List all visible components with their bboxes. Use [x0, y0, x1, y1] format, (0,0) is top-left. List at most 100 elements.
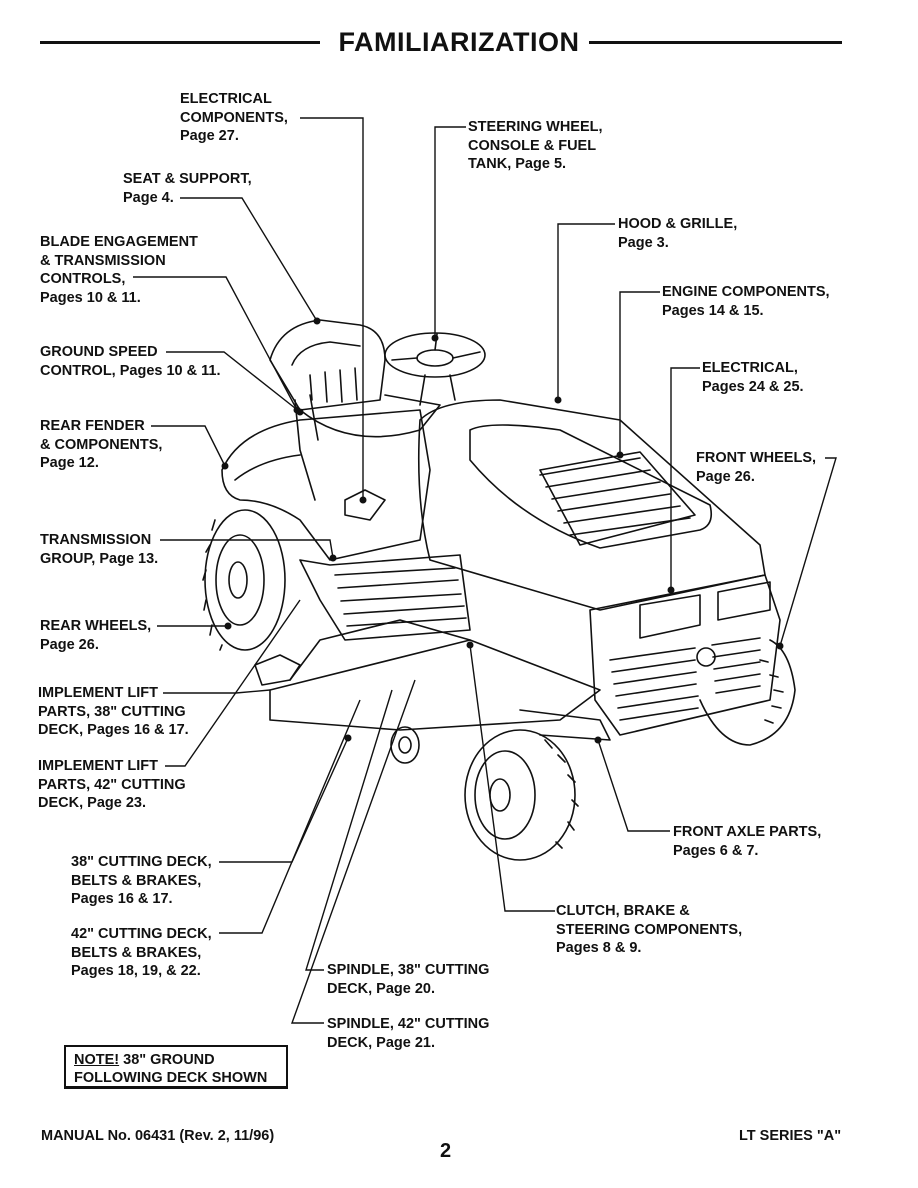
leader-spindle-38 [305, 689, 393, 971]
callout-transmission-group: TRANSMISSION GROUP, Page 13. [40, 531, 158, 568]
callout-line: COMPONENTS, [180, 109, 288, 126]
leader-electrical [670, 367, 700, 590]
callout-line: CONTROL, Pages 10 & 11. [40, 362, 221, 379]
note-line-1-text: 38" GROUND [119, 1052, 215, 1068]
leader-ground-speed [166, 351, 301, 413]
callout-line: REAR FENDER [40, 418, 145, 434]
callout-steering-wheel: STEERING WHEEL, CONSOLE & FUEL TANK, Pag… [468, 118, 603, 174]
footer-series: LT SERIES "A" [739, 1128, 842, 1144]
callout-line: GROUP, Page 13. [40, 550, 159, 567]
leader-cutting-deck-42 [219, 699, 361, 934]
leader-cutting-deck-38 [219, 737, 349, 863]
callout-line: & COMPONENTS, [40, 436, 163, 453]
callout-line: IMPLEMENT LIFT [38, 685, 159, 701]
leader-clutch-brake [469, 644, 555, 912]
callout-line: BELTS & BRAKES, [71, 872, 202, 889]
callout-line: PARTS, 38" CUTTING [38, 703, 186, 720]
leader-blade-engagement [133, 276, 298, 411]
callout-line: SPINDLE, 38" CUTTING [327, 962, 490, 978]
callout-line: Pages 16 & 17. [71, 891, 173, 907]
callout-line: Page 4. [123, 189, 174, 206]
callout-line: FRONT WHEELS, [696, 450, 817, 466]
callout-ground-speed: GROUND SPEED CONTROL, Pages 10 & 11. [40, 343, 221, 380]
callout-cutting-deck-42: 42" CUTTING DECK, BELTS & BRAKES, Pages … [71, 925, 212, 981]
leader-hood-grille [557, 223, 615, 400]
title-rule-left [40, 41, 320, 44]
leader-rear-fender [151, 425, 226, 467]
callout-line: 42" CUTTING DECK, [71, 926, 212, 942]
note-box: NOTE! 38" GROUND FOLLOWING DECK SHOWN [64, 1045, 288, 1089]
note-prefix: NOTE! [74, 1052, 120, 1068]
page-title: FAMILIARIZATION [0, 24, 918, 60]
callout-line: DECK, Page 21. [327, 1034, 435, 1051]
callout-implement-lift-38: IMPLEMENT LIFT PARTS, 38" CUTTING DECK, … [38, 684, 189, 740]
callout-line: GROUND SPEED [40, 344, 158, 360]
callout-electrical-components: ELECTRICAL COMPONENTS, Page 27. [180, 90, 288, 146]
page-number: 2 [440, 1140, 452, 1162]
leader-implement-lift-42 [165, 599, 301, 767]
title-rule-right [566, 41, 842, 44]
leader-electrical-components [300, 117, 364, 500]
callout-line: REAR WHEELS, [40, 618, 152, 634]
page-title-text: FAMILIARIZATION [328, 27, 590, 57]
callout-line: FRONT AXLE PARTS, [673, 824, 822, 840]
callout-line: BELTS & BRAKES, [71, 944, 202, 961]
leader-steering-wheel [434, 126, 466, 338]
callout-seat-support: SEAT & SUPPORT, Page 4. [123, 170, 252, 207]
callout-line: SEAT & SUPPORT, [123, 171, 252, 187]
callout-line: DECK, Pages 16 & 17. [38, 722, 189, 738]
callout-line: 38" CUTTING DECK, [71, 854, 212, 870]
callout-line: ENGINE COMPONENTS, [662, 284, 830, 300]
leader-lines [133, 117, 837, 1024]
callout-line: Page 27. [180, 128, 239, 144]
footer-manual-number: MANUAL No. 06431 (Rev. 2, 11/96) [41, 1128, 275, 1144]
callout-line: ELECTRICAL [180, 91, 272, 107]
callout-engine-components: ENGINE COMPONENTS, Pages 14 & 15. [662, 283, 830, 320]
callout-line: Pages 6 & 7. [673, 842, 759, 859]
callout-line: Page 26. [40, 636, 99, 653]
callout-rear-wheels: REAR WHEELS, Page 26. [40, 617, 151, 654]
callout-line: CONTROLS, [40, 271, 126, 287]
callout-front-axle: FRONT AXLE PARTS, Pages 6 & 7. [673, 823, 821, 860]
note-line-1: NOTE! 38" GROUND [74, 1051, 278, 1069]
callout-line: HOOD & GRILLE, [618, 216, 738, 232]
callout-line: Pages 8 & 9. [556, 940, 642, 956]
callout-hood-grille: HOOD & GRILLE, Page 3. [618, 215, 737, 252]
callout-line: Page 3. [618, 234, 669, 251]
callout-blade-engagement: BLADE ENGAGEMENT & TRANSMISSION CONTROLS… [40, 233, 198, 307]
leader-front-axle [597, 739, 670, 832]
callout-spindle-42: SPINDLE, 42" CUTTING DECK, Page 21. [327, 1015, 489, 1052]
callout-line: ELECTRICAL, [702, 360, 798, 376]
callout-line: IMPLEMENT LIFT [38, 758, 159, 774]
leader-spindle-42 [291, 679, 416, 1024]
callout-cutting-deck-38: 38" CUTTING DECK, BELTS & BRAKES, Pages … [71, 853, 212, 909]
leader-front-wheels [779, 457, 837, 647]
callout-line: Page 12. [40, 455, 99, 471]
callout-line: Pages 24 & 25. [702, 378, 804, 395]
callout-line: Pages 10 & 11. [40, 289, 141, 306]
callout-line: DECK, Page 20. [327, 980, 435, 997]
callout-line: & TRANSMISSION [40, 252, 166, 269]
callout-line: PARTS, 42" CUTTING [38, 776, 186, 793]
leader-seat-support [180, 197, 318, 322]
callout-implement-lift-42: IMPLEMENT LIFT PARTS, 42" CUTTING DECK, … [38, 757, 186, 813]
callout-line: STEERING WHEEL, [468, 119, 603, 135]
callout-line: CONSOLE & FUEL [468, 137, 597, 154]
callout-spindle-38: SPINDLE, 38" CUTTING DECK, Page 20. [327, 961, 489, 998]
callout-line: CLUTCH, BRAKE & [556, 903, 690, 919]
callout-rear-fender: REAR FENDER & COMPONENTS, Page 12. [40, 417, 162, 473]
leader-engine-components [619, 291, 660, 455]
callout-line: Pages 18, 19, & 22. [71, 963, 201, 979]
callout-line: SPINDLE, 42" CUTTING [327, 1016, 490, 1032]
page-header: FAMILIARIZATION [0, 24, 918, 60]
note-line-2: FOLLOWING DECK SHOWN [74, 1070, 268, 1086]
callout-line: Pages 14 & 15. [662, 302, 764, 319]
callout-line: Page 26. [696, 468, 755, 485]
callout-line: BLADE ENGAGEMENT [40, 234, 198, 250]
leader-transmission-group [160, 539, 334, 559]
callout-front-wheels: FRONT WHEELS, Page 26. [696, 449, 816, 486]
callout-line: DECK, Page 23. [38, 795, 146, 811]
callout-line: TRANSMISSION [40, 532, 152, 548]
callout-line: TANK, Page 5. [468, 156, 567, 172]
